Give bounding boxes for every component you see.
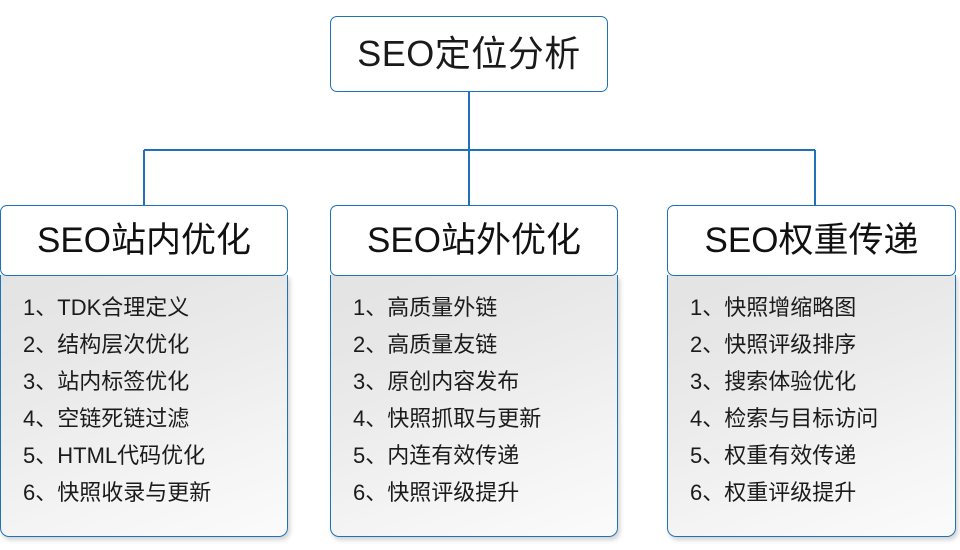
list-item-label: 快照增缩略图 xyxy=(724,295,857,320)
list-item: 2、 快照评级排序 xyxy=(690,326,955,363)
list-item-label: 高质量外链 xyxy=(387,295,498,320)
list-item-label: 快照抓取与更新 xyxy=(387,406,542,431)
list-item: 5、 权重有效传递 xyxy=(690,437,955,474)
list-item: 1、 高质量外链 xyxy=(353,289,617,326)
list-item: 6、 权重评级提升 xyxy=(690,474,955,511)
list-item-label: 站内标签优化 xyxy=(57,369,190,394)
list-item: 1、 TDK合理定义 xyxy=(23,289,287,326)
list-item: 3、 搜索体验优化 xyxy=(690,363,955,400)
root-node[interactable]: SEO定位分析 xyxy=(330,16,608,92)
list-item-label: 搜索体验优化 xyxy=(724,369,857,394)
list-item: 4、 空链死链过滤 xyxy=(23,400,287,437)
list-item: 5、 内连有效传递 xyxy=(353,437,617,474)
list-item: 6、 快照收录与更新 xyxy=(23,474,287,511)
list-item-label: 快照评级排序 xyxy=(724,332,857,357)
branch-header-2[interactable]: SEO站外优化 xyxy=(330,205,618,276)
list-item-number: 3、 xyxy=(23,369,58,394)
list-item: 6、 快照评级提升 xyxy=(353,474,617,511)
branch-column-1: SEO站内优化 1、 TDK合理定义 2、 结构层次优化 3、 站内标签优化 4… xyxy=(0,205,288,537)
list-item-label: 结构层次优化 xyxy=(57,332,190,357)
list-item: 3、 原创内容发布 xyxy=(353,363,617,400)
branch-body-1: 1、 TDK合理定义 2、 结构层次优化 3、 站内标签优化 4、 空链死链过滤… xyxy=(0,275,288,537)
list-item-number: 4、 xyxy=(690,406,725,431)
list-item-label: 权重有效传递 xyxy=(724,443,857,468)
list-item: 3、 站内标签优化 xyxy=(23,363,287,400)
branch-column-3: SEO权重传递 1、 快照增缩略图 2、 快照评级排序 3、 搜索体验优化 4、 xyxy=(667,205,956,537)
branch-list-1: 1、 TDK合理定义 2、 结构层次优化 3、 站内标签优化 4、 空链死链过滤… xyxy=(1,289,287,511)
branch-header-1[interactable]: SEO站内优化 xyxy=(0,205,288,276)
list-item: 2、 高质量友链 xyxy=(353,326,617,363)
list-item-number: 3、 xyxy=(353,369,388,394)
branch-column-2: SEO站外优化 1、 高质量外链 2、 高质量友链 3、 原创内容发布 4、 快 xyxy=(330,205,618,537)
list-item-number: 6、 xyxy=(23,480,58,505)
list-item-number: 6、 xyxy=(690,480,725,505)
list-item-number: 3、 xyxy=(690,369,725,394)
list-item-number: 2、 xyxy=(690,332,725,357)
list-item-label: 空链死链过滤 xyxy=(57,406,190,431)
list-item-number: 2、 xyxy=(23,332,58,357)
root-node-label: SEO定位分析 xyxy=(357,33,581,74)
branch-header-3[interactable]: SEO权重传递 xyxy=(667,205,956,276)
branch-header-label-2: SEO站外优化 xyxy=(367,221,581,260)
list-item-number: 5、 xyxy=(353,443,388,468)
list-item-label: 快照评级提升 xyxy=(387,480,520,505)
branch-list-3: 1、 快照增缩略图 2、 快照评级排序 3、 搜索体验优化 4、 检索与目标访问… xyxy=(668,289,955,511)
list-item-label: 快照收录与更新 xyxy=(57,480,212,505)
list-item-number: 6、 xyxy=(353,480,388,505)
branch-body-2: 1、 高质量外链 2、 高质量友链 3、 原创内容发布 4、 快照抓取与更新 5… xyxy=(330,275,618,537)
list-item-number: 4、 xyxy=(23,406,58,431)
list-item-number: 1、 xyxy=(353,295,388,320)
list-item-label: 权重评级提升 xyxy=(724,480,857,505)
list-item-number: 1、 xyxy=(23,295,58,320)
list-item-label: 检索与目标访问 xyxy=(724,406,879,431)
list-item: 2、 结构层次优化 xyxy=(23,326,287,363)
list-item-number: 2、 xyxy=(353,332,388,357)
list-item: 4、 检索与目标访问 xyxy=(690,400,955,437)
list-item-label: HTML代码优化 xyxy=(57,443,206,468)
list-item-number: 5、 xyxy=(690,443,725,468)
list-item: 4、 快照抓取与更新 xyxy=(353,400,617,437)
list-item-label: TDK合理定义 xyxy=(57,295,190,320)
branch-header-label-3: SEO权重传递 xyxy=(704,221,919,260)
list-item: 5、 HTML代码优化 xyxy=(23,437,287,474)
branch-list-2: 1、 高质量外链 2、 高质量友链 3、 原创内容发布 4、 快照抓取与更新 5… xyxy=(331,289,617,511)
list-item-label: 内连有效传递 xyxy=(387,443,520,468)
list-item: 1、 快照增缩略图 xyxy=(690,289,955,326)
list-item-number: 5、 xyxy=(23,443,58,468)
branch-header-label-1: SEO站内优化 xyxy=(37,221,251,260)
list-item-number: 1、 xyxy=(690,295,725,320)
list-item-label: 高质量友链 xyxy=(387,332,498,357)
branch-body-3: 1、 快照增缩略图 2、 快照评级排序 3、 搜索体验优化 4、 检索与目标访问… xyxy=(667,275,956,537)
list-item-number: 4、 xyxy=(353,406,388,431)
list-item-label: 原创内容发布 xyxy=(387,369,520,394)
